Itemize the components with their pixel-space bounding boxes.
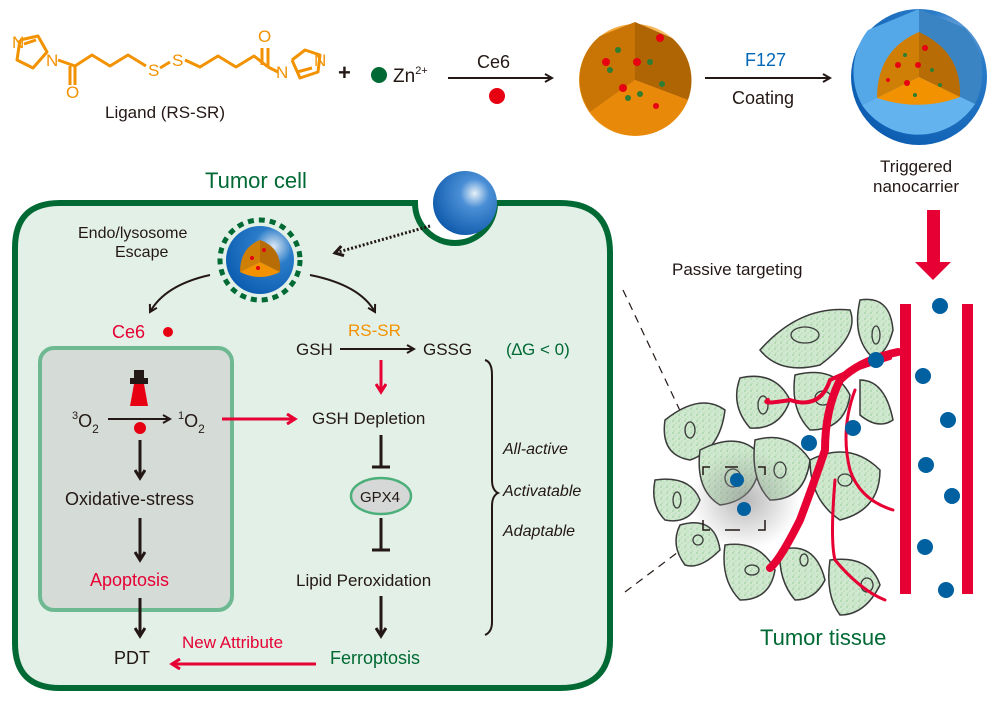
blood-vessels — [764, 348, 902, 602]
feature-item: All-active — [502, 441, 568, 458]
targeting-arrow-icon — [915, 210, 951, 280]
endosome-nanocarrier — [226, 226, 294, 294]
rssr-label: RS-SR — [348, 321, 401, 340]
ligand-atom-o: O — [66, 83, 79, 102]
tumor-cell-title: Tumor cell — [205, 168, 307, 193]
gpx4-node — [349, 476, 413, 516]
ce6-label: Ce6 — [112, 322, 145, 342]
arrow-to-ce6 — [150, 274, 211, 312]
triplet-oxygen: 3O2 — [72, 410, 99, 436]
zoom-line-top — [622, 289, 701, 454]
new-attribute-label: New Attribute — [182, 633, 283, 652]
zoom-frame — [702, 466, 766, 531]
plus-sign: + — [338, 60, 351, 85]
gsh-depletion-label: GSH Depletion — [312, 409, 425, 428]
zn-label: Zn2+ — [393, 65, 428, 87]
oxidative-stress-label: Oxidative-stress — [65, 489, 194, 509]
inhibit-gpx4-icon — [372, 435, 390, 469]
gpx4-label: GPX4 — [360, 489, 400, 506]
laser-icon — [130, 370, 148, 406]
inhibit-lipid-icon — [372, 518, 390, 552]
escape-label-1: Endo/lysosome — [78, 225, 187, 242]
zinc-ion-icon — [371, 67, 387, 83]
singlet-oxygen: 1O2 — [178, 410, 205, 436]
arrow-ce6-label: Ce6 — [477, 52, 510, 72]
ligand-atom-n: N — [46, 51, 58, 70]
photosensitizer-dot-icon — [134, 422, 146, 434]
nanocarrier-label-2: nanocarrier — [873, 177, 959, 196]
ferroptosis-label: Ferroptosis — [330, 648, 420, 668]
arrow-to-rssr — [309, 274, 375, 312]
feature-brace — [484, 359, 501, 636]
nanocarrier-label-1: Triggered — [880, 157, 952, 176]
feature-item: Adaptable — [502, 523, 575, 540]
pdt-label: PDT — [114, 648, 150, 668]
escape-label-2: Escape — [115, 244, 168, 261]
gsh-label: GSH — [296, 340, 333, 359]
nanocarriers-in-vessel — [730, 298, 960, 598]
endosome-membrane — [217, 217, 303, 303]
zoom-region-shadow — [690, 450, 800, 550]
incoming-nanocarrier — [433, 171, 497, 235]
vessel-wall-left — [900, 304, 911, 594]
ligand-atom-n: N — [12, 33, 24, 52]
apoptosis-label: Apoptosis — [90, 570, 169, 590]
delta-g-label: (∆G < 0) — [506, 340, 570, 359]
ligand-atom-s: S — [148, 61, 159, 80]
f127-label: F127 — [745, 50, 786, 70]
ce6-dot-icon — [489, 88, 505, 104]
ce6-dot-icon — [163, 327, 173, 337]
passive-targeting-label: Passive targeting — [672, 260, 802, 279]
ligand-atom-s: S — [172, 51, 183, 70]
tumor-tissue-title: Tumor tissue — [760, 625, 886, 650]
endocytosis-arrow — [335, 224, 431, 253]
vessel-wall-right — [962, 304, 973, 594]
ligand-atom-n: N — [314, 51, 326, 70]
ligand-atom-n: N — [276, 63, 288, 82]
ligand-structure — [15, 34, 322, 85]
ligand-label: Ligand (RS-SR) — [105, 103, 225, 122]
lipid-peroxidation-label: Lipid Peroxidation — [296, 571, 431, 590]
feature-item: Activatable — [502, 483, 581, 500]
triggered-nanocarrier — [851, 9, 987, 145]
gssg-label: GSSG — [423, 340, 472, 359]
coating-label: Coating — [732, 88, 794, 108]
ligand-atom-o: O — [258, 27, 271, 46]
mof-nanoparticle — [579, 22, 692, 136]
